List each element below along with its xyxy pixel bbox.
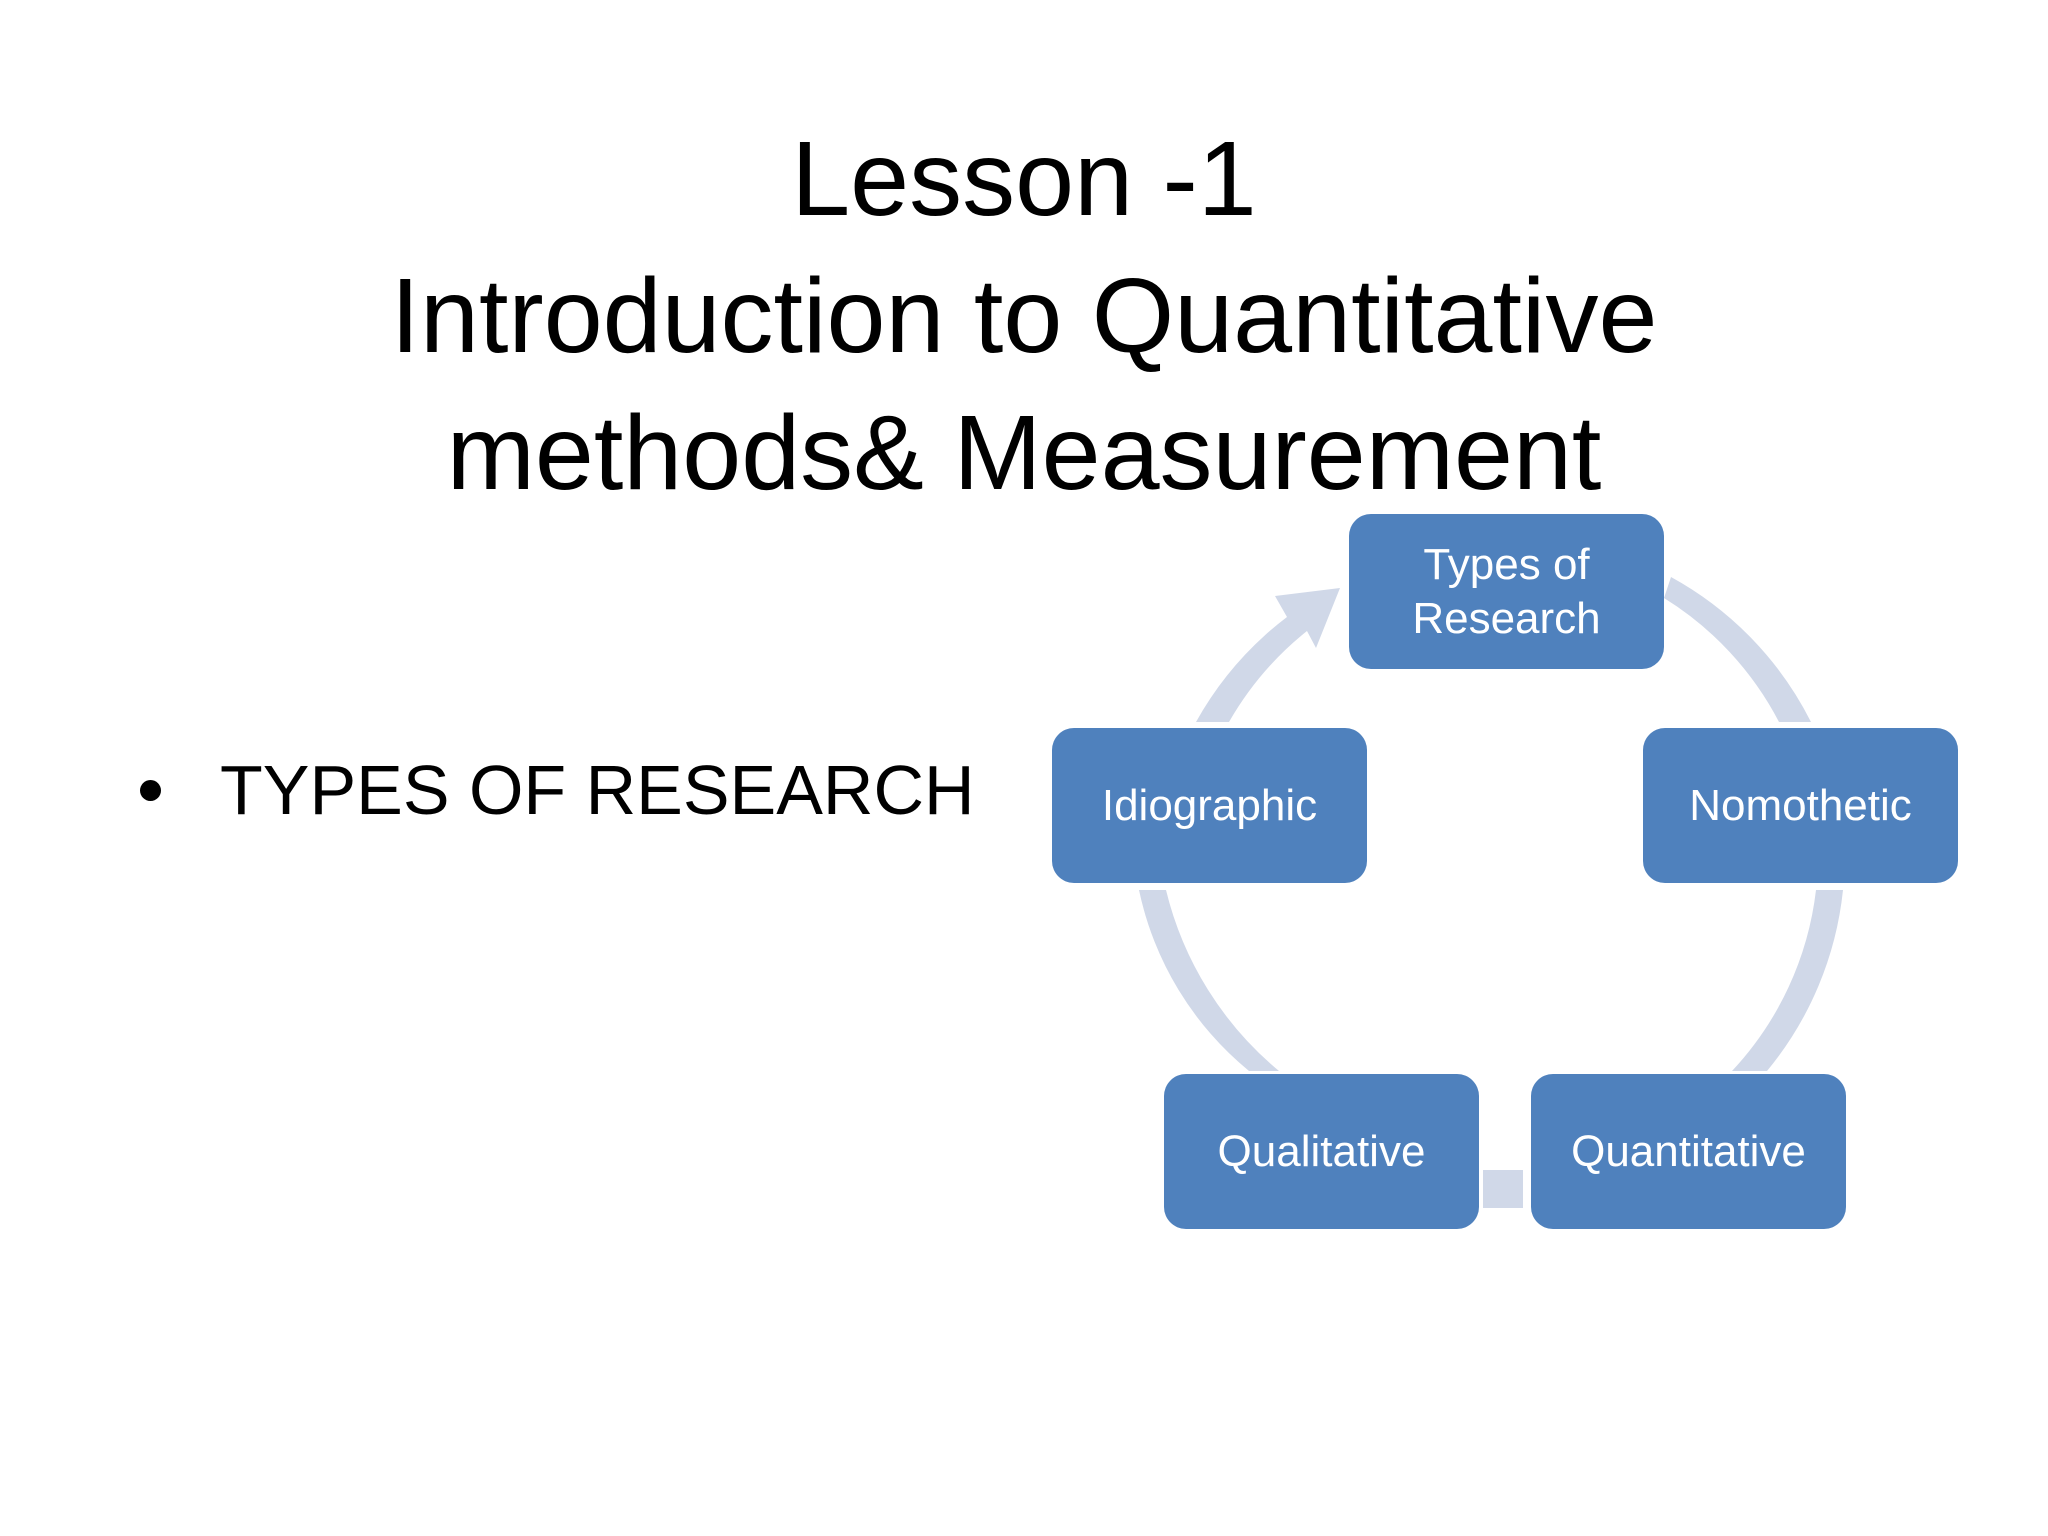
- cycle-arrow-types-to-nomothetic: [1664, 577, 1811, 722]
- title-line-3: methods& Measurement: [446, 394, 1602, 513]
- slide-title: Lesson -1 Introduction to Quantitative m…: [0, 111, 2048, 522]
- cycle-node-quantitative: Quantitative: [1531, 1074, 1846, 1229]
- cycle-arrow-quantitative-to-qualitative: [1483, 1170, 1523, 1208]
- bullet-list: TYPES OF RESEARCH: [140, 745, 975, 835]
- cycle-node-nomothetic: Nomothetic: [1643, 728, 1958, 883]
- cycle-node-types-of-research: Types of Research: [1349, 514, 1664, 669]
- cycle-arrow-nomothetic-to-quantitative: [1732, 890, 1843, 1071]
- title-line-2: Introduction to Quantitative: [390, 257, 1658, 376]
- cycle-arrow-idiographic-to-types: [1196, 588, 1340, 722]
- bullet-dot-icon: [140, 779, 161, 801]
- bullet-text: TYPES OF RESEARCH: [220, 751, 975, 829]
- title-line-1: Lesson -1: [791, 120, 1257, 239]
- cycle-node-qualitative: Qualitative: [1164, 1074, 1479, 1229]
- bullet-item: TYPES OF RESEARCH: [140, 745, 975, 835]
- cycle-node-idiographic: Idiographic: [1052, 728, 1367, 883]
- cycle-arrow-qualitative-to-idiographic: [1139, 890, 1279, 1071]
